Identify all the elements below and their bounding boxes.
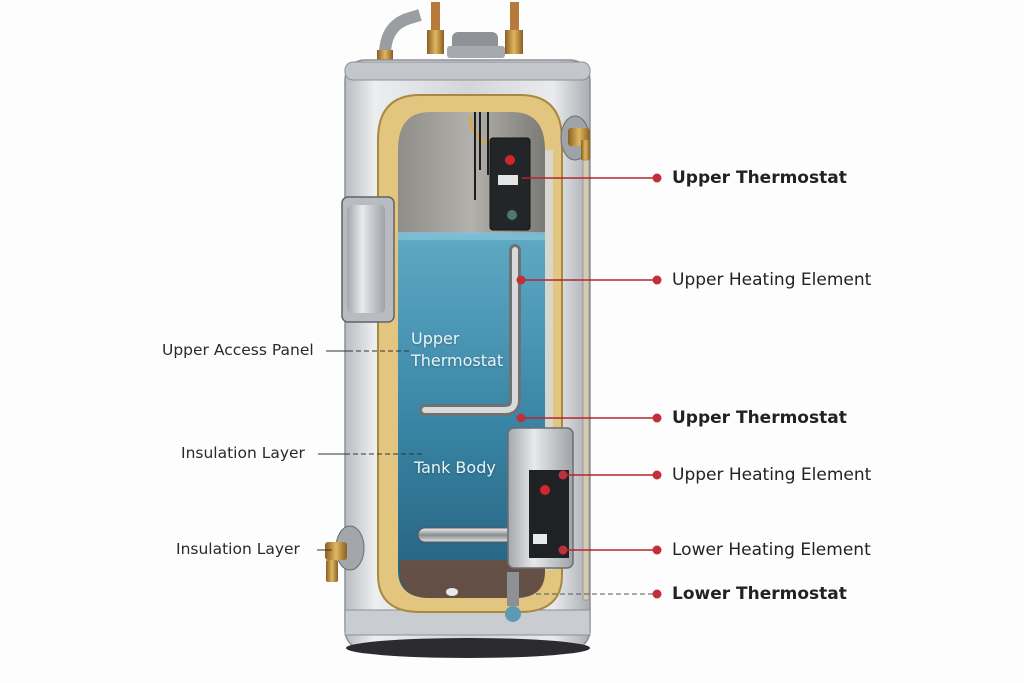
top-fittings (377, 2, 523, 64)
leader-lines-left (317, 350, 425, 551)
label-lower-heating-element: Lower Heating Element (672, 540, 871, 560)
label-upper-heating-element-1: Upper Heating Element (672, 270, 872, 290)
drain-valve (325, 525, 365, 582)
inside-label-tank-body: Tank Body (414, 458, 496, 477)
label-insulation-layer-2: Insulation Layer (176, 540, 300, 558)
label-upper-thermostat-1: Upper Thermostat (672, 168, 847, 188)
relief-valve (560, 115, 590, 601)
leader-lines-right (516, 173, 662, 599)
label-upper-heating-element-2: Upper Heating Element (672, 465, 872, 485)
upper-access-panel (341, 196, 395, 323)
upper-heating-element (419, 244, 521, 416)
inside-label-line-2: Thermostat (411, 350, 504, 370)
inside-label-line-1: Upper (411, 329, 460, 348)
inside-label-upper-thermostat: Upper Thermostat (411, 328, 503, 371)
upper-thermostat-unit (469, 112, 531, 231)
label-lower-thermostat: Lower Thermostat (672, 584, 847, 604)
label-upper-thermostat-2: Upper Thermostat (672, 408, 847, 428)
label-insulation-layer-1: Insulation Layer (181, 444, 305, 462)
lower-access-panel (507, 427, 574, 569)
lower-heating-element (417, 527, 514, 543)
label-upper-access-panel: Upper Access Panel (162, 341, 314, 359)
